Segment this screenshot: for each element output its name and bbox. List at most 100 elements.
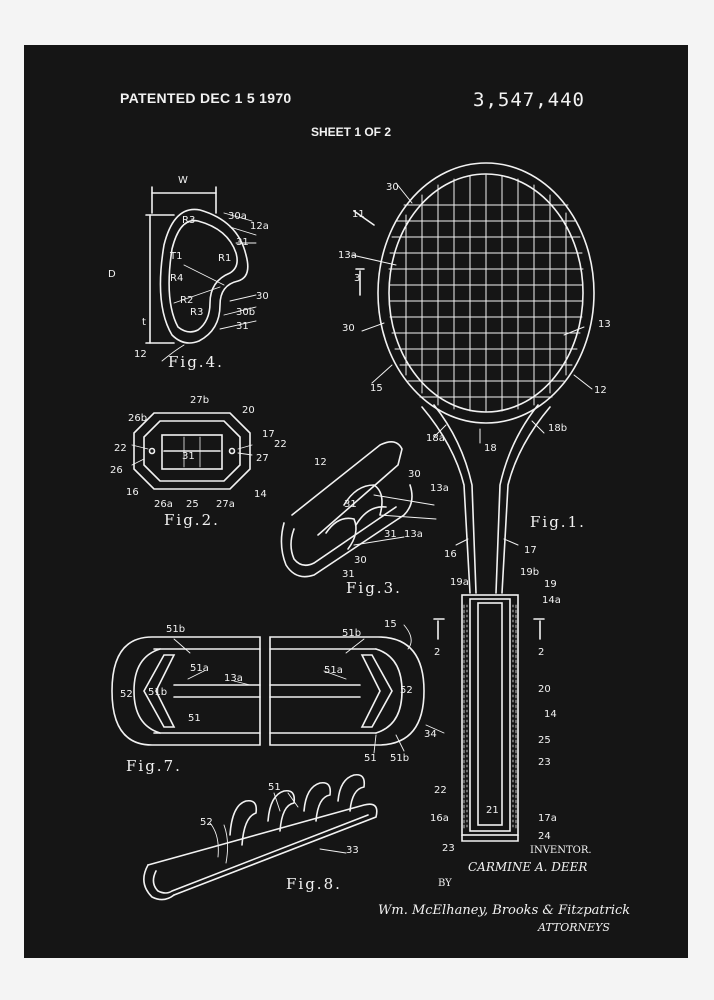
svg-text:2: 2 [434,647,440,658]
attorneys-label: ATTORNEYS [538,921,610,934]
svg-text:19: 19 [544,579,557,590]
svg-text:31: 31 [384,529,397,540]
svg-text:51: 51 [364,753,377,764]
racket-drawing [351,162,595,842]
svg-text:27a: 27a [216,499,235,510]
svg-text:33: 33 [346,845,359,856]
fig4-drawing [145,186,257,362]
svg-text:14a: 14a [542,595,561,606]
svg-text:2: 2 [538,647,544,658]
svg-text:13a: 13a [430,483,449,494]
svg-text:30b: 30b [236,307,255,318]
fig2-label: Fig.2. [164,511,220,529]
svg-text:R2: R2 [180,295,193,306]
svg-text:13a: 13a [338,250,357,261]
svg-text:51b: 51b [148,687,167,698]
svg-text:12: 12 [594,385,607,396]
svg-text:30: 30 [342,323,355,334]
svg-text:22: 22 [114,443,127,454]
svg-text:52: 52 [400,685,413,696]
svg-text:25: 25 [186,499,199,510]
patent-drawing: 30 11 13a 3 30 13 15 12 18a 18 18b 16 17 19a 19… [108,162,611,901]
patent-date: PATENTED DEC 1 5 1970 [120,90,292,106]
svg-text:31: 31 [182,451,195,462]
svg-text:25: 25 [538,735,551,746]
svg-text:13: 13 [598,319,611,330]
svg-text:17a: 17a [538,813,557,824]
svg-text:16: 16 [444,549,457,560]
svg-text:R3: R3 [182,215,195,226]
fig4-label: Fig.4. [168,353,224,371]
svg-text:11: 11 [352,209,365,220]
svg-text:27b: 27b [190,395,209,406]
svg-text:17: 17 [262,429,275,440]
svg-text:T1: T1 [169,251,182,262]
svg-text:26: 26 [110,465,123,476]
svg-text:20: 20 [538,684,551,695]
svg-text:30: 30 [386,182,399,193]
svg-text:31: 31 [236,321,249,332]
svg-text:30: 30 [408,469,421,480]
svg-text:20: 20 [242,405,255,416]
svg-text:19a: 19a [450,577,469,588]
svg-text:13a: 13a [404,529,423,540]
patent-number: 3,547,440 [473,89,585,111]
svg-text:51b: 51b [342,628,361,639]
svg-text:t: t [142,317,146,328]
svg-text:13a: 13a [224,673,243,684]
svg-text:52: 52 [120,689,133,700]
svg-text:51: 51 [188,713,201,724]
svg-text:26b: 26b [128,413,147,424]
svg-text:D: D [108,269,116,280]
svg-text:22: 22 [434,785,447,796]
svg-text:17: 17 [524,545,537,556]
svg-text:15: 15 [384,619,397,630]
attorneys-signature: Wm. McElhaney, Brooks & Fitzpatrick [378,903,631,918]
by-label: BY [438,878,452,889]
fig3-drawing [280,441,437,578]
svg-text:51a: 51a [324,665,343,676]
svg-text:30: 30 [256,291,269,302]
svg-text:51b: 51b [390,753,409,764]
svg-text:21: 21 [486,805,499,816]
svg-text:R4: R4 [170,273,183,284]
fig8-label: Fig.8. [286,875,342,893]
svg-text:12: 12 [134,349,147,360]
svg-text:12a: 12a [250,221,269,232]
svg-text:30a: 30a [228,211,247,222]
svg-text:16a: 16a [430,813,449,824]
svg-text:31: 31 [344,499,357,510]
fig2-drawing [131,412,253,490]
svg-text:51b: 51b [166,624,185,635]
svg-text:31: 31 [236,237,249,248]
svg-text:51: 51 [268,782,281,793]
svg-text:31: 31 [342,569,355,580]
fig7-label: Fig.7. [126,757,182,775]
blueprint-poster: PATENTED DEC 1 5 1970 3,547,440 SHEET 1 … [24,45,688,958]
svg-text:51a: 51a [190,663,209,674]
fig8-drawing [143,773,378,901]
svg-text:18a: 18a [426,433,445,444]
svg-text:14: 14 [254,489,267,500]
svg-text:34: 34 [424,729,437,740]
svg-text:18: 18 [484,443,497,454]
svg-text:23: 23 [442,843,455,854]
sheet-label: SHEET 1 OF 2 [311,125,392,139]
fig7-drawing [111,624,445,754]
fig3-label: Fig.3. [346,579,402,597]
svg-text:27: 27 [256,453,269,464]
svg-text:30: 30 [354,555,367,566]
svg-text:16: 16 [126,487,139,498]
svg-text:23: 23 [538,757,551,768]
svg-text:14: 14 [544,709,557,720]
fig1-label: Fig.1. [530,513,586,531]
svg-text:18b: 18b [548,423,567,434]
svg-text:R3: R3 [190,307,203,318]
svg-text:15: 15 [370,383,383,394]
svg-text:19b: 19b [520,567,539,578]
svg-text:24: 24 [538,831,551,842]
svg-text:52: 52 [200,817,213,828]
inventor-name: CARMINE A. DEER [468,860,588,874]
svg-text:3: 3 [354,273,360,284]
inventor-label: INVENTOR. [530,845,592,856]
